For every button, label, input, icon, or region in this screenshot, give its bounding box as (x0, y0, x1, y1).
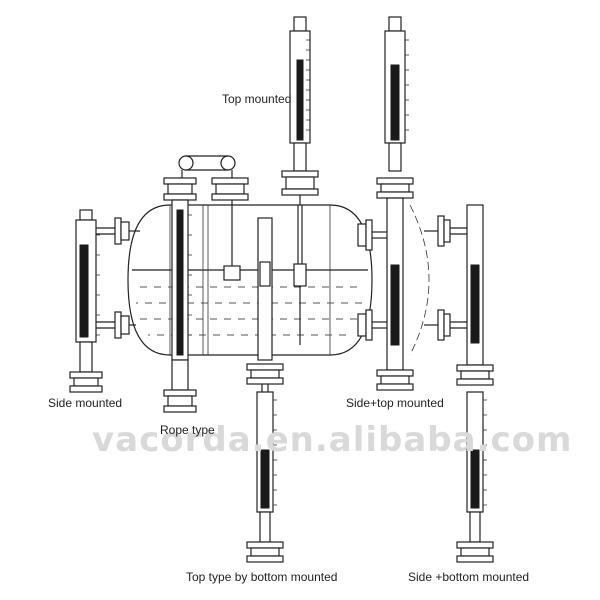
side-top-mounted-gauge (357, 16, 414, 391)
top-type-bottom-mounted-gauge (246, 217, 284, 563)
label-top-mounted: Top mounted (222, 92, 292, 106)
side-bottom-mounted-gauge (424, 204, 494, 563)
rope-type-gauge (163, 155, 249, 413)
label-side-mounted: Side mounted (48, 396, 123, 410)
side-mounted-gauge (69, 209, 140, 393)
label-top-type-bottom-mounted: Top type by bottom mounted (186, 570, 338, 584)
top-mounted-gauge (281, 16, 319, 345)
label-rope-type: Rope type (160, 423, 215, 437)
label-side-top-mounted: Side+top mounted (346, 396, 444, 410)
label-side-bottom-mounted: Side +bottom mounted (408, 570, 530, 584)
watermark: vacorda.en.alibaba.com (92, 420, 573, 460)
